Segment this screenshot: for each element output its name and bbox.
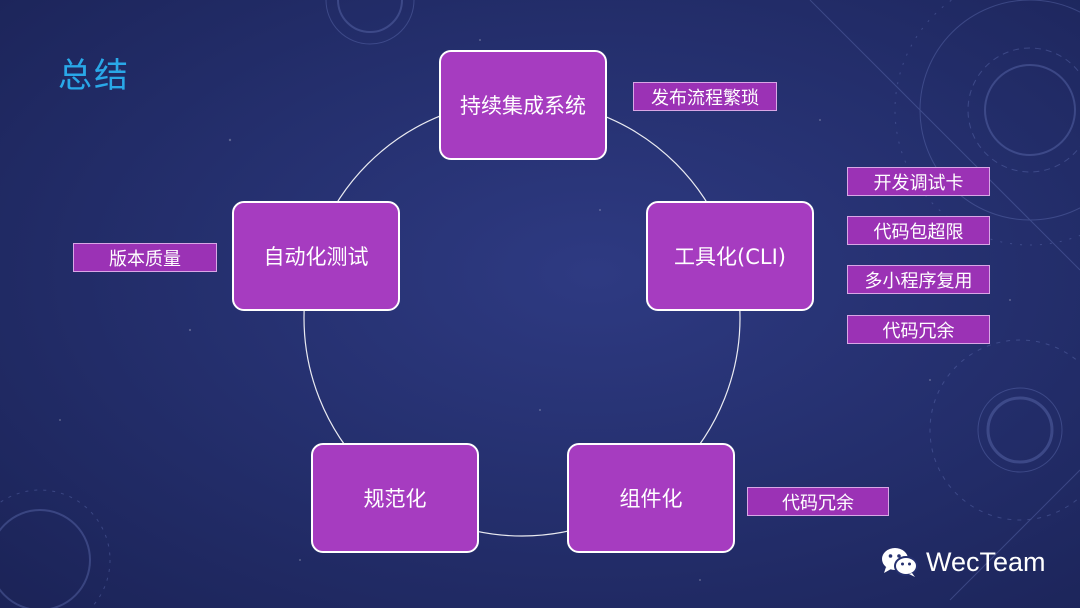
tag-cli-redundancy: 代码冗余 [847,315,990,344]
tag-component-redundancy: 代码冗余 [747,487,889,516]
slide-title: 总结 [58,56,130,96]
node-ci: 持续集成系统 [439,50,607,160]
node-testing: 自动化测试 [232,201,400,311]
tag-ci-release: 发布流程繁琐 [633,82,777,111]
tag-cli-reuse: 多小程序复用 [847,265,990,294]
tag-cli-debug: 开发调试卡 [847,167,990,196]
tag-testing-quality: 版本质量 [73,243,217,272]
wechat-icon [882,548,918,577]
tag-cli-package: 代码包超限 [847,216,990,245]
node-component: 组件化 [567,443,735,553]
node-cli: 工具化(CLI) [646,201,814,311]
brand-watermark: WecTeam [880,542,1046,582]
node-standard: 规范化 [311,443,479,553]
brand-name: WecTeam [926,546,1046,577]
